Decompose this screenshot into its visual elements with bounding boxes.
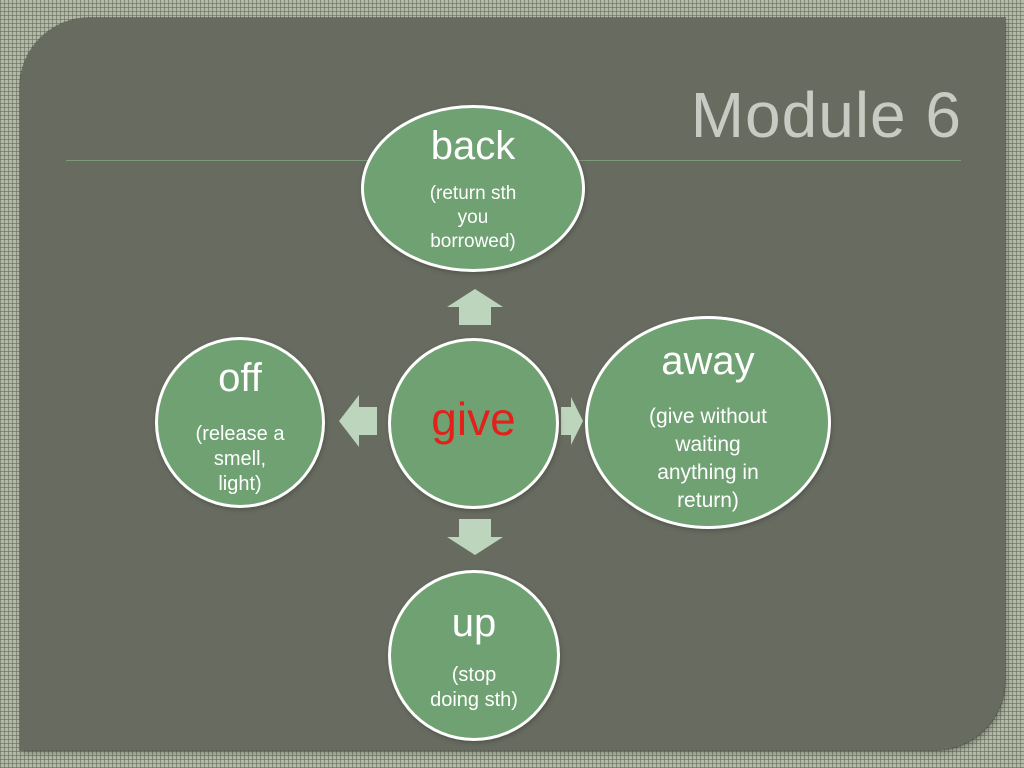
- node-up-word: up: [451, 601, 497, 645]
- node-back-word: back: [430, 124, 516, 168]
- node-back: back (return sth you borrowed): [361, 105, 585, 272]
- node-give-center: give: [388, 338, 559, 509]
- node-away-meaning: (give without waiting anything in return…: [649, 405, 767, 512]
- node-off-meaning: (release a smell, light): [195, 423, 285, 495]
- node-away-word: away: [661, 339, 755, 383]
- slide-title: Module 6: [690, 79, 962, 151]
- node-off: off (release a smell, light): [155, 337, 325, 508]
- node-back-meaning: (return sth you borrowed): [429, 183, 517, 252]
- arrow-down-icon: [447, 519, 503, 555]
- node-up: up (stop doing sth): [388, 570, 560, 741]
- arrow-right-icon: [561, 397, 583, 445]
- center-verb: give: [431, 393, 516, 445]
- node-up-meaning: (stop doing sth): [430, 664, 518, 711]
- arrow-up-icon: [447, 289, 503, 325]
- node-away: away (give without waiting anything in r…: [585, 316, 831, 529]
- node-off-word: off: [218, 356, 262, 400]
- arrow-left-icon: [339, 395, 377, 447]
